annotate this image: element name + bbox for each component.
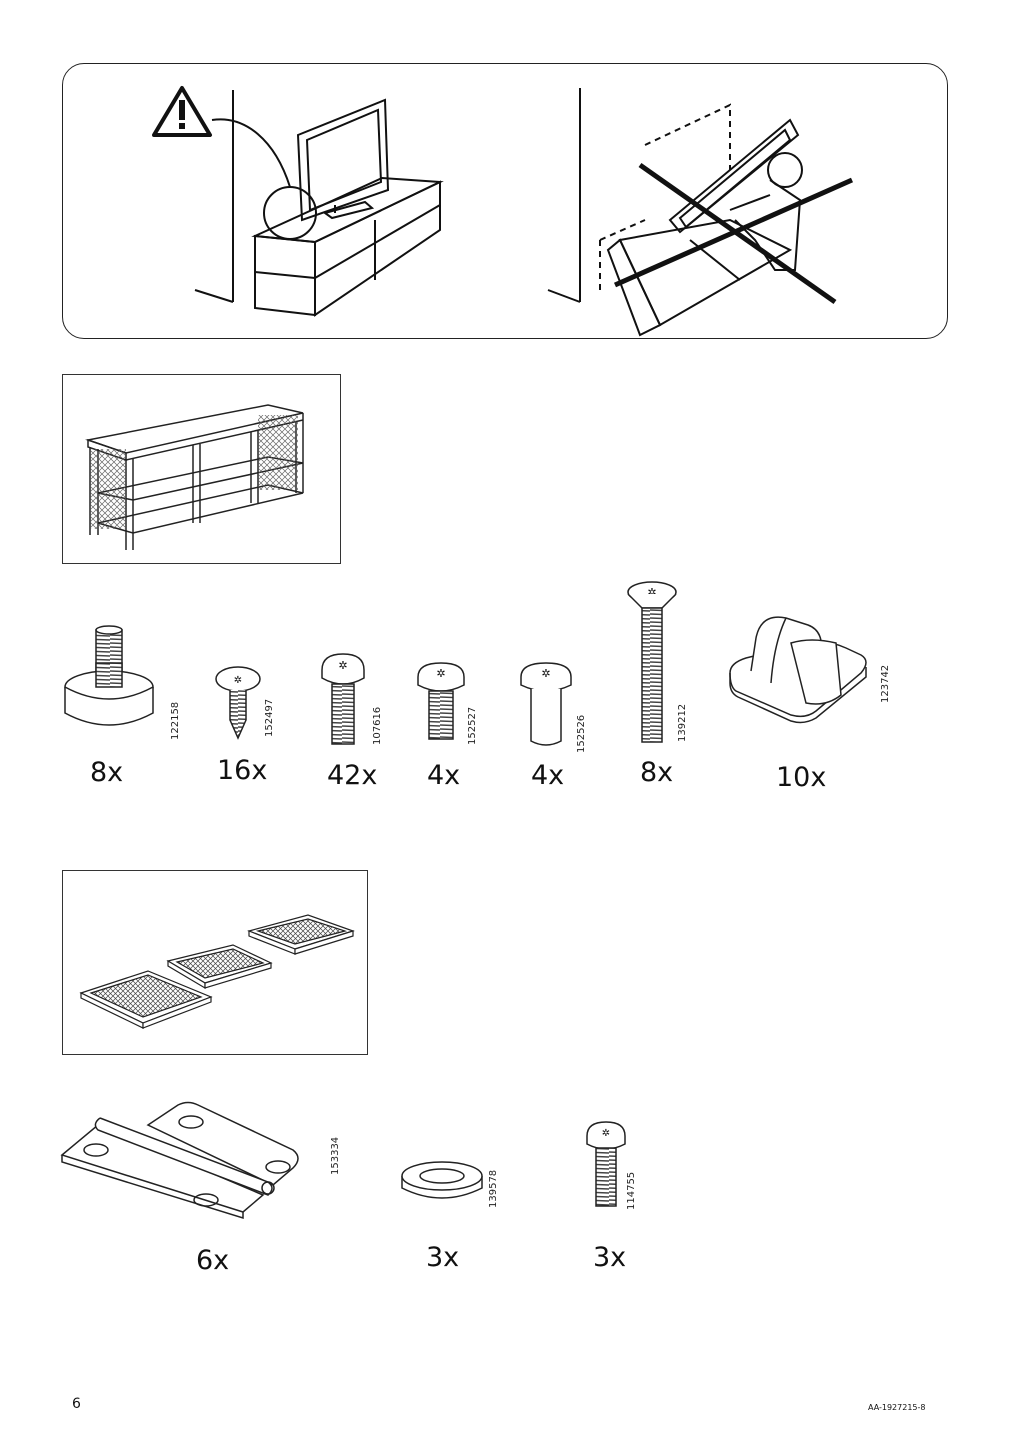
quantity-label: 8x	[640, 757, 674, 788]
tv-bench-product-frame	[62, 374, 341, 564]
quantity-label: 3x	[593, 1242, 627, 1273]
quantity-label: 6x	[196, 1245, 230, 1276]
quantity-label: 4x	[427, 760, 461, 791]
levelling-foot-icon	[64, 625, 154, 726]
wood-screw-icon: ✲	[215, 666, 261, 740]
svg-text:✲: ✲	[541, 667, 550, 680]
quantity-label: 3x	[426, 1242, 460, 1273]
bolt-114755-icon: ✲	[586, 1121, 626, 1207]
article-number: 107616	[372, 706, 383, 745]
bolt-107616-icon: ✲	[321, 653, 365, 745]
long-screw-icon: ✲	[627, 581, 677, 743]
article-number: 139212	[677, 703, 688, 742]
svg-text:✲: ✲	[234, 675, 242, 686]
article-number: 123742	[880, 664, 891, 703]
page-number: 6	[72, 1396, 81, 1412]
tv-bench-illustration	[85, 404, 304, 550]
warning-triangle-icon	[152, 86, 212, 137]
svg-text:✲: ✲	[647, 586, 656, 599]
article-number: 152497	[264, 698, 275, 737]
article-number: 114755	[626, 1171, 637, 1210]
article-number: 152526	[576, 714, 587, 753]
article-number: 122158	[170, 701, 181, 740]
quantity-label: 8x	[90, 757, 124, 788]
svg-text:✲: ✲	[338, 659, 347, 672]
article-number: 152527	[467, 706, 478, 745]
hinge-icon	[60, 1101, 299, 1220]
svg-text:✲: ✲	[436, 667, 445, 680]
mesh-panels-product-frame	[62, 870, 368, 1055]
quantity-label: 4x	[531, 760, 565, 791]
tv-on-bench-illustration	[152, 86, 444, 317]
article-number: 153334	[330, 1136, 341, 1175]
warning-panel	[62, 63, 948, 339]
pin-152526-icon: ✲	[520, 662, 572, 746]
article-number: 139578	[488, 1169, 499, 1208]
quantity-label: 10x	[776, 762, 827, 793]
document-id: AA-1927215-8	[868, 1403, 926, 1412]
bolt-152527-icon: ✲	[417, 662, 465, 740]
washer-icon	[401, 1161, 483, 1199]
quantity-label: 16x	[217, 755, 268, 786]
quantity-label: 42x	[327, 760, 378, 791]
cable-clip-icon	[729, 616, 867, 724]
svg-text:✲: ✲	[602, 1128, 610, 1139]
tipping-hazard-illustration	[547, 88, 854, 337]
mesh-panels-illustration	[79, 914, 355, 1029]
